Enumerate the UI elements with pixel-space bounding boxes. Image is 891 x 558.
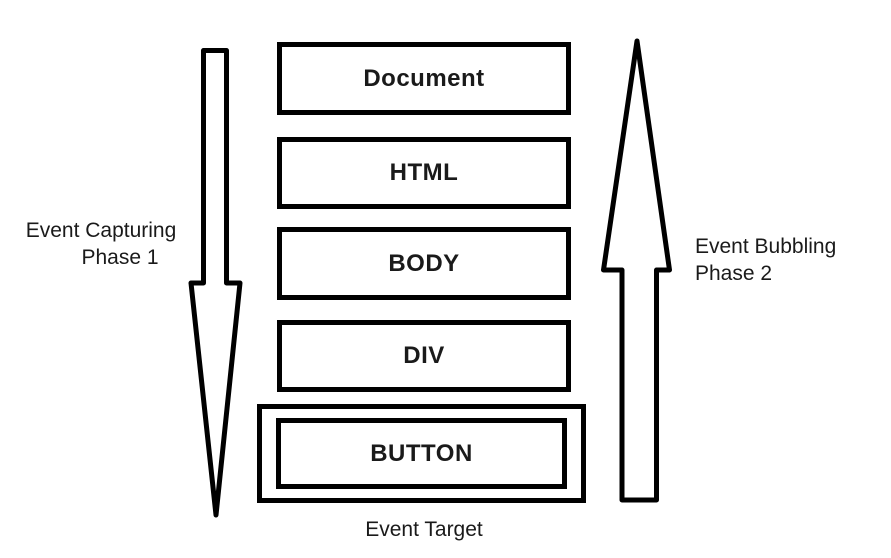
event-bubbling-arrow	[601, 38, 672, 503]
event-capturing-label-line2: Phase 1	[81, 246, 159, 269]
event-target-caption: Event Target	[365, 518, 483, 541]
event-bubbling-label: Event Bubbling Phase 2	[695, 233, 875, 287]
node-label-button: BUTTON	[370, 439, 473, 467]
node-label-div: DIV	[403, 342, 445, 369]
node-box-div: DIV	[277, 320, 571, 392]
node-box-document: Document	[277, 42, 571, 115]
node-label-document: Document	[363, 64, 485, 92]
node-box-button: BUTTON	[276, 418, 567, 489]
event-bubbling-label-line1: Event Bubbling	[695, 235, 837, 258]
event-capturing-label: Event Capturing Phase 1	[10, 217, 192, 271]
node-box-html: HTML	[277, 137, 571, 209]
event-capturing-label-line1: Event Capturing	[25, 219, 177, 242]
node-label-body: BODY	[388, 249, 460, 277]
node-box-body: BODY	[277, 227, 571, 300]
node-label-html: HTML	[389, 159, 459, 186]
event-target-outer-box: BUTTON	[257, 404, 586, 503]
event-capturing-arrow	[188, 48, 243, 518]
event-bubbling-label-line2: Phase 2	[695, 262, 773, 285]
